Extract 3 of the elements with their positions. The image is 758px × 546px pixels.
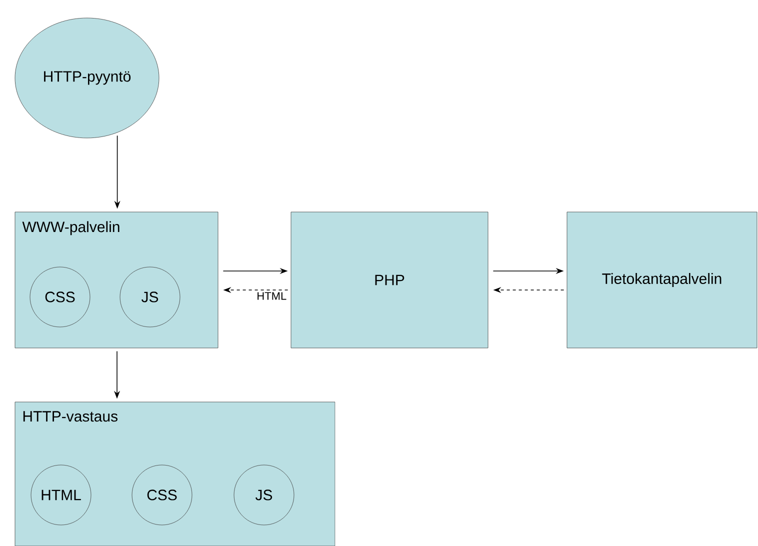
- edge-label: HTML: [258, 292, 286, 300]
- server-box: Tietokantapalvelin: [566, 212, 758, 348]
- server-box: PHP: [290, 212, 488, 348]
